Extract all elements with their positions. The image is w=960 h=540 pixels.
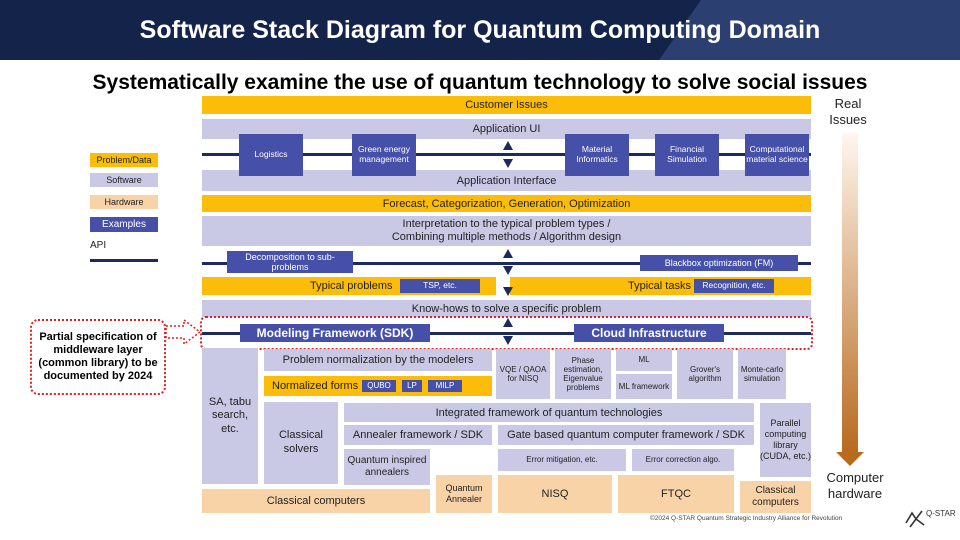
api-arrow-up-icon [503, 318, 513, 327]
classical-computers-hw: Classical computers [202, 489, 430, 513]
axis-arrow-down-icon [836, 452, 864, 466]
legend-software: Software [90, 173, 158, 187]
error-mitigation: Error mitigation, etc. [498, 449, 626, 471]
api-arrow-down-icon [503, 266, 513, 275]
example-logistics: Logistics [239, 134, 303, 176]
classical-solvers: Classical solvers [264, 402, 338, 484]
knowhows-layer: Know-hows to solve a specific problem [202, 300, 811, 317]
quantum-inspired-annealers: Quantum inspired annealers [344, 449, 430, 485]
note-arrow-icon [165, 318, 202, 346]
interpretation-layer: Interpretation to the typical problem ty… [202, 216, 811, 246]
classical-computers-hw-2: Classical computers [740, 481, 811, 513]
legend-api-line [90, 259, 158, 262]
legend-hardware: Hardware [90, 195, 158, 209]
normalized-forms-label: Normalized forms [272, 380, 359, 392]
customer-issues: Customer Issues [202, 96, 811, 114]
typical-tasks-label: Typical tasks [628, 280, 691, 292]
page-title: Software Stack Diagram for Quantum Compu… [139, 15, 821, 44]
middleware-highlight [200, 316, 813, 350]
ftqc-hw: FTQC [618, 475, 734, 513]
typical-problems-box: Typical problems TSP, etc. [202, 277, 496, 295]
vqe-qaoa: VQE / QAOA for NISQ [496, 349, 550, 399]
legend-api-label: API [90, 240, 107, 251]
api-line-middleware [202, 332, 811, 335]
nisq-hw: NISQ [498, 475, 612, 513]
qstar-logo-icon [905, 510, 925, 528]
api-arrow-down-icon [503, 159, 513, 168]
typical-problems-label: Typical problems [310, 280, 393, 292]
qstar-logo: Q-STAR [904, 505, 960, 531]
legend-examples: Examples [90, 217, 158, 232]
forecast-layer: Forecast, Categorization, Generation, Op… [202, 195, 811, 212]
error-correction: Error correction algo. [632, 449, 734, 471]
axis-arrow-shaft [842, 133, 858, 453]
api-arrow-down-icon [503, 336, 513, 345]
api-line-problem [202, 262, 811, 265]
typical-tasks-box: Typical tasks Recognition, etc. [510, 277, 811, 295]
form-milp: MILP [428, 380, 462, 392]
quantum-annealer-hw: Quantum Annealer [436, 475, 492, 513]
axis-bottom-label: Computer hardware [826, 470, 884, 502]
gate-framework: Gate based quantum computer framework / … [498, 425, 754, 445]
grover-algorithm: Grover's algorithm [677, 349, 733, 399]
legend-problem-data: Problem/Data [90, 153, 158, 167]
title-bar [0, 0, 960, 60]
api-arrow-down-icon [503, 287, 513, 296]
problem-normalization: Problem normalization by the modelers [264, 349, 492, 371]
tsp-box: TSP, etc. [400, 279, 480, 293]
form-lp: LP [402, 380, 422, 392]
example-green-energy: Green energy management [352, 134, 416, 176]
blackbox-box: Blackbox optimization (FM) [640, 255, 798, 271]
interpretation-line-1: Interpretation to the typical problem ty… [402, 218, 611, 231]
annealer-framework: Annealer framework / SDK [344, 425, 492, 445]
example-material-informatics: Material Informatics [565, 134, 629, 176]
page-subtitle: Systematically examine the use of quantu… [92, 71, 868, 94]
monte-carlo: Monte-carlo simulation [738, 349, 786, 399]
modeling-framework-box: Modeling Framework (SDK) [240, 324, 430, 342]
axis-top-label: Real Issues [829, 96, 867, 128]
example-financial-simulation: Financial Simulation [655, 134, 719, 176]
qstar-logo-text: Q-STAR [926, 509, 956, 518]
api-arrow-up-icon [503, 141, 513, 150]
sa-tabu-search: SA, tabu search, etc. [202, 348, 258, 484]
interpretation-line-2: Combining multiple methods / Algorithm d… [391, 231, 622, 243]
normalized-forms-box: Normalized forms QUBO LP MILP [264, 376, 492, 396]
api-arrow-up-icon [503, 249, 513, 258]
copyright-footer: ©2024 Q-STAR Quantum Strategic Industry … [650, 515, 843, 522]
decomposition-box: Decomposition to sub-problems [227, 251, 353, 273]
middleware-note: Partial specification of middleware laye… [30, 319, 166, 395]
phase-estimation: Phase estimation, Eigenvalue problems [555, 349, 611, 399]
parallel-computing-library: Parallel computing library (CUDA, etc.) [760, 403, 811, 477]
example-computational-material: Computational material science [745, 134, 809, 176]
integrated-framework: Integrated framework of quantum technolo… [344, 403, 754, 422]
api-line-application [202, 153, 811, 156]
ml-box: ML [616, 349, 672, 371]
cloud-infrastructure-box: Cloud Infrastructure [574, 324, 724, 342]
form-qubo: QUBO [362, 380, 396, 392]
recognition-box: Recognition, etc. [694, 279, 774, 293]
ml-framework: ML framework [616, 374, 672, 399]
